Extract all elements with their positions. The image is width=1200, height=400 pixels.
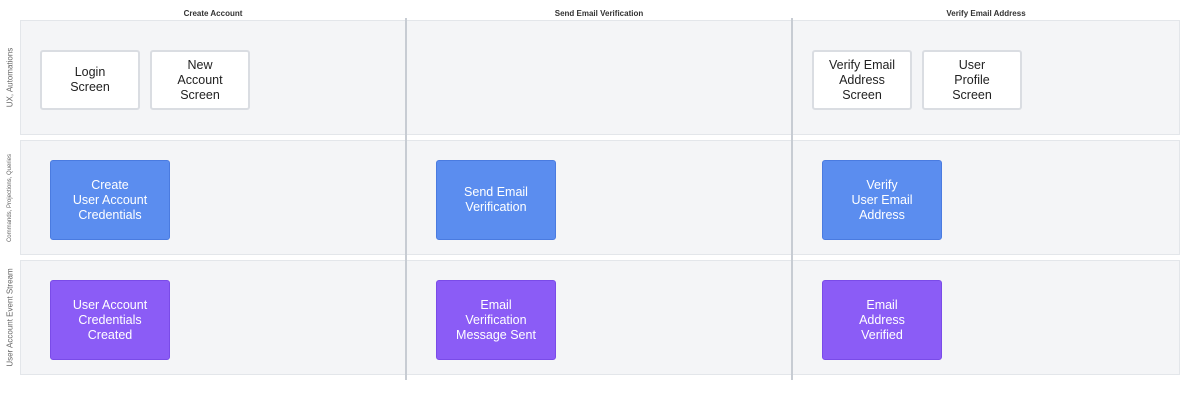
lane-label-events: User Account Event Stream bbox=[0, 260, 20, 375]
lane-user-account-event-stream bbox=[20, 260, 1180, 375]
screen-new-account[interactable]: New Account Screen bbox=[150, 50, 250, 110]
column-header-verify-email-address: Verify Email Address bbox=[946, 9, 1026, 18]
screen-login[interactable]: Login Screen bbox=[40, 50, 140, 110]
lane-label-ux-text: UX, Automations bbox=[5, 47, 15, 108]
lane-label-commands: Commands, Projections, Queries bbox=[0, 140, 20, 255]
column-divider bbox=[405, 18, 407, 380]
lane-commands-projections-queries bbox=[20, 140, 1180, 255]
column-divider bbox=[791, 18, 793, 380]
event-user-account-credentials-created[interactable]: User Account Credentials Created bbox=[50, 280, 170, 360]
lane-label-commands-text: Commands, Projections, Queries bbox=[7, 153, 14, 242]
screen-verify-email-address[interactable]: Verify Email Address Screen bbox=[812, 50, 912, 110]
command-verify-user-email-address[interactable]: Verify User Email Address bbox=[822, 160, 942, 240]
column-header-create-account: Create Account bbox=[183, 9, 243, 18]
command-send-email-verification[interactable]: Send Email Verification bbox=[436, 160, 556, 240]
event-email-address-verified[interactable]: Email Address Verified bbox=[822, 280, 942, 360]
lane-label-ux: UX, Automations bbox=[0, 20, 20, 135]
command-create-user-account-credentials[interactable]: Create User Account Credentials bbox=[50, 160, 170, 240]
lane-label-events-text: User Account Event Stream bbox=[5, 268, 15, 367]
screen-user-profile[interactable]: User Profile Screen bbox=[922, 50, 1022, 110]
event-email-verification-message-sent[interactable]: Email Verification Message Sent bbox=[436, 280, 556, 360]
column-header-send-email-verification: Send Email Verification bbox=[554, 9, 644, 18]
